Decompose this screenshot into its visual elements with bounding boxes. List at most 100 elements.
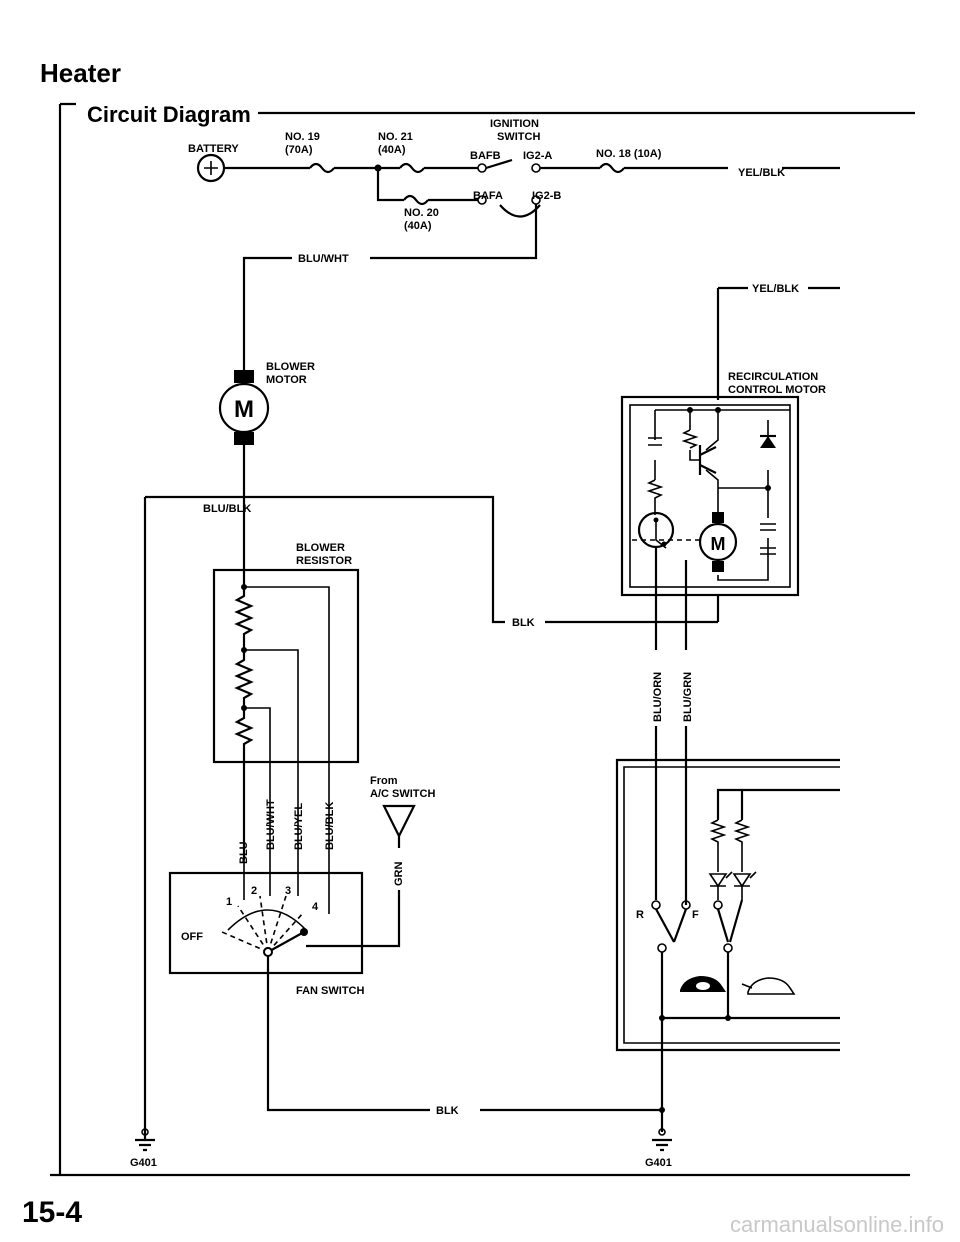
recirc-panel-feed xyxy=(716,788,840,820)
led-bars xyxy=(710,871,757,900)
blu-blk-ground-wire xyxy=(143,495,718,1128)
ground-right-label: G401 xyxy=(645,1157,672,1169)
fan-switch-label: FAN SWITCH xyxy=(296,985,364,997)
fuse18-icon xyxy=(599,162,625,174)
fuse21-rating: (40A) xyxy=(378,144,406,156)
blk-mid-label: BLK xyxy=(512,617,535,629)
ground-left-terminal xyxy=(141,1128,149,1136)
fan-switch-off: OFF xyxy=(181,931,203,943)
blower-motor-label-1: BLOWER xyxy=(266,361,315,373)
recirc-resistor-2 xyxy=(646,479,664,515)
wire-blu-wht-label: BLU/WHT xyxy=(265,799,277,850)
recirc-panel-led-resistors xyxy=(709,819,751,872)
fan-switch-out-wire xyxy=(266,956,662,1112)
fan-switch-in-wires xyxy=(243,860,330,914)
led-indicator-1-icon xyxy=(708,873,728,888)
recirculate-car-icon xyxy=(680,976,726,992)
recirc-output-wires xyxy=(654,547,720,650)
ig2a-terminal xyxy=(531,163,541,173)
recirc-motor-brush-bottom xyxy=(712,561,724,572)
recirc-panel-inner xyxy=(623,766,840,1044)
fuse20-branch-wire xyxy=(376,168,478,202)
blk-bottom-label: BLK xyxy=(436,1105,459,1117)
led-indicator-2-icon xyxy=(732,873,752,888)
fan-switch-pivot xyxy=(263,947,273,957)
recirc-control-motor: YEL/BLK RECIRCULATION CONTROL MOTOR M xyxy=(620,283,840,650)
wire-grn-label: GRN xyxy=(393,862,405,887)
ground-left-label: G401 xyxy=(130,1157,157,1169)
blower-resistor-box xyxy=(212,568,360,764)
wire-blu-yel-label: BLU/YEL xyxy=(293,803,305,850)
recirc-diode-icon xyxy=(760,436,776,448)
recirc-r-contact xyxy=(651,900,661,910)
ignition-label-1: IGNITION xyxy=(490,118,539,130)
recirc-box xyxy=(620,395,800,597)
fan-switch-contact xyxy=(300,928,308,936)
ground-right: G401 xyxy=(645,1107,672,1169)
fuse21-name: NO. 21 xyxy=(378,131,413,143)
recirc-transistor-icon xyxy=(698,445,717,475)
recirc-motor-symbol: M xyxy=(711,534,726,554)
fan-pos-1: 1 xyxy=(226,896,232,908)
fan-switch-box xyxy=(168,871,364,975)
fan-switch-arc xyxy=(227,909,307,931)
fan-switch-spokes xyxy=(221,895,305,953)
recirc-motor-icon xyxy=(698,522,738,562)
fuse19-name: NO. 19 xyxy=(285,131,320,143)
blower-motor-label-2: MOTOR xyxy=(266,374,307,386)
ac-switch-arrow-icon xyxy=(382,804,416,839)
recirc-panel-frame xyxy=(615,758,840,1052)
fuse20-rating: (40A) xyxy=(404,220,432,232)
recirc-switch-panel: R F xyxy=(615,758,840,1110)
wire-blu-grn-label: BLU/GRN xyxy=(682,672,694,722)
ground-right-terminal xyxy=(658,1128,666,1136)
from-label: From xyxy=(370,775,398,787)
recirc-label-2: CONTROL MOTOR xyxy=(728,384,826,396)
recirc-switch-common xyxy=(657,943,667,953)
blower-resistor-label-2: RESISTOR xyxy=(296,555,352,567)
recirc-junction-1 xyxy=(687,407,693,413)
recirc-f-label: F xyxy=(692,909,699,921)
recirc-panel-ground-bus xyxy=(660,952,840,1110)
recirc-switch-dot-2 xyxy=(661,541,667,547)
section-title: Circuit Diagram xyxy=(87,102,251,127)
page-title: Heater xyxy=(40,58,121,88)
recirc-inner-box xyxy=(629,404,791,588)
bafa-terminal xyxy=(477,195,487,205)
ignition-label-2: SWITCH xyxy=(497,131,540,143)
battery-plus xyxy=(204,161,218,175)
fuse19-rating: (70A) xyxy=(285,144,313,156)
resistor-tap-wires xyxy=(244,586,330,900)
power-section: BATTERY NO. 19 (70A) NO. 21 (40A) IGNITI… xyxy=(188,118,840,370)
fan-pos-2: 2 xyxy=(251,885,257,897)
resistor-coil-1 xyxy=(234,580,254,650)
watermark: carmanualsonline.info xyxy=(730,1212,944,1237)
ground-right-icon xyxy=(652,1138,672,1152)
recirc-motor-brush-top xyxy=(712,512,724,523)
wire-blu-orn-label: BLU/ORN xyxy=(652,672,664,722)
battery-label: BATTERY xyxy=(188,143,239,155)
blower-resistor-label-1: BLOWER xyxy=(296,542,345,554)
recirc-switch-dot-1 xyxy=(653,517,659,523)
grn-wire xyxy=(306,836,401,948)
fan-pos-3: 3 xyxy=(285,885,291,897)
recirc-bus-junction-1 xyxy=(659,1015,665,1021)
blower-motor-brush-bottom xyxy=(234,432,254,445)
fan-switch: FAN SWITCH OFF 1 2 3 4 xyxy=(168,860,662,1112)
resistor-coil-2 xyxy=(234,650,254,708)
fan-pos-4: 4 xyxy=(312,901,319,913)
recirc-resistor-1 xyxy=(681,429,699,449)
yel-blk-top-label: YEL/BLK xyxy=(738,167,785,179)
blower-motor-symbol: M xyxy=(234,396,254,423)
recirc-bus-junction-2 xyxy=(725,1015,731,1021)
blower-motor: BLOWER MOTOR M xyxy=(218,361,315,580)
fresh-air-car-icon xyxy=(741,977,796,995)
section-rule xyxy=(58,102,915,1175)
ground-left-icon xyxy=(135,1138,155,1152)
fuse18-label: NO. 18 (10A) xyxy=(596,148,662,160)
recirc-junction-3 xyxy=(765,485,771,491)
recirc-switch-common-2 xyxy=(723,943,733,953)
bafa-label: BAFA xyxy=(473,190,503,202)
blower-motor-brush-top xyxy=(234,370,254,383)
